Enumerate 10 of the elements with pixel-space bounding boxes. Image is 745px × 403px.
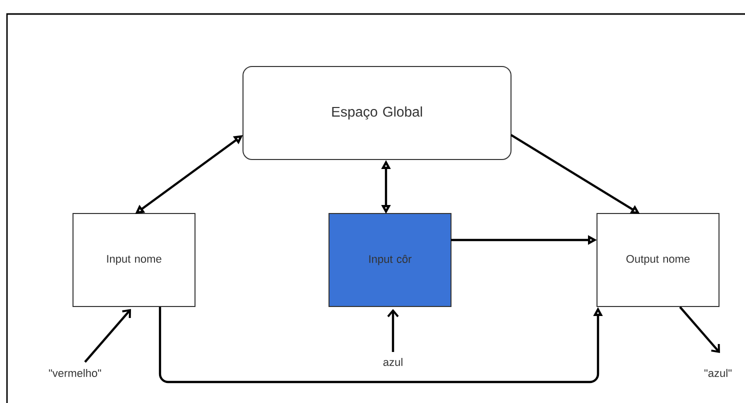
text-label: "azul" bbox=[703, 368, 733, 378]
text-label: "vermelho" bbox=[47, 368, 103, 378]
arrow bbox=[84, 308, 131, 363]
process-box: Input côr bbox=[328, 212, 452, 307]
process-box: Output nome bbox=[596, 212, 720, 307]
process-box: Input nome bbox=[72, 212, 196, 307]
arrow bbox=[387, 308, 399, 352]
arrow bbox=[679, 306, 720, 353]
rounded-box: Espaço Global bbox=[242, 66, 512, 160]
text-label: azul bbox=[382, 356, 404, 368]
